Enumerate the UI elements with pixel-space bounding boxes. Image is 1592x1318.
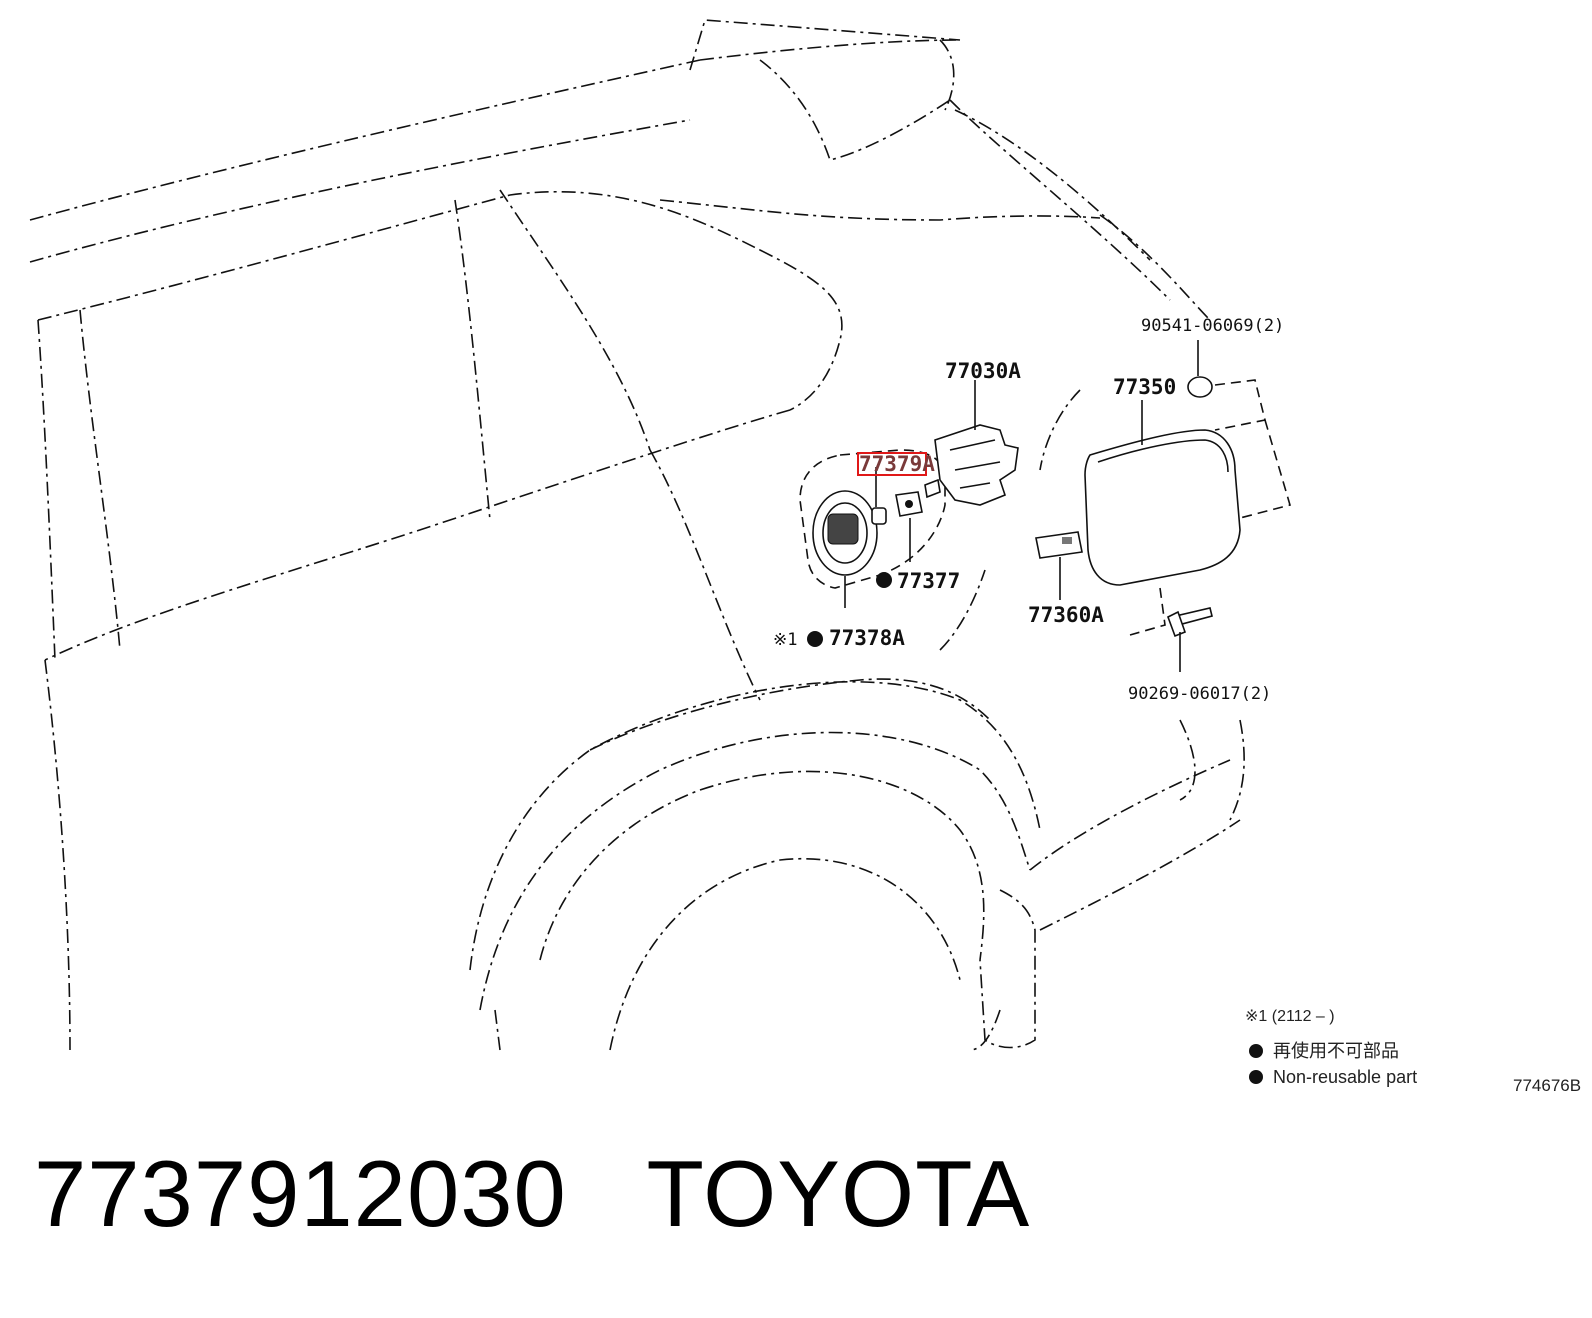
screw-90269	[1167, 607, 1213, 672]
part-label-77378A: 77378A	[829, 626, 905, 650]
part-label-90269: 90269-06017(2)	[1128, 684, 1271, 704]
star-note-mark: ※1	[773, 630, 797, 650]
footer-part-number: 7737912030	[34, 1141, 567, 1246]
car-body-outline	[29, 19, 1245, 1051]
non-reusable-dot-77377	[876, 572, 892, 588]
fuel-lid	[1084, 379, 1292, 636]
part-label-77030A: 77030A	[945, 359, 1021, 383]
part-label-90541: 90541-06069(2)	[1141, 316, 1284, 336]
legend-dot-1	[1249, 1044, 1263, 1058]
caution-label	[1035, 531, 1083, 600]
part-label-77379A: 77379A	[859, 452, 935, 476]
part-label-77360A: 77360A	[1028, 603, 1104, 627]
fuel-inlet-box	[799, 449, 946, 608]
footer-title: 7737912030 TOYOTA	[34, 1140, 1030, 1248]
footer-brand: TOYOTA	[646, 1141, 1031, 1246]
part-label-77350: 77350	[1113, 375, 1176, 399]
legend-date-note: ※1 (2112 – )	[1245, 1008, 1335, 1025]
legend-dot-2	[1249, 1070, 1263, 1084]
part-label-77377: 77377	[897, 569, 960, 593]
legend-en: Non-reusable part	[1273, 1067, 1417, 1087]
lock-actuator	[924, 380, 1019, 506]
non-reusable-dot-77378A	[807, 631, 823, 647]
legend-jp: 再使用不可部品	[1273, 1041, 1399, 1062]
clip-90541	[1187, 340, 1213, 398]
diagram-code: 774676B	[1513, 1076, 1581, 1095]
highlight-box	[857, 452, 927, 476]
legend: ※1 (2112 – ) 再使用不可部品 Non-reusable part	[1245, 1008, 1417, 1087]
